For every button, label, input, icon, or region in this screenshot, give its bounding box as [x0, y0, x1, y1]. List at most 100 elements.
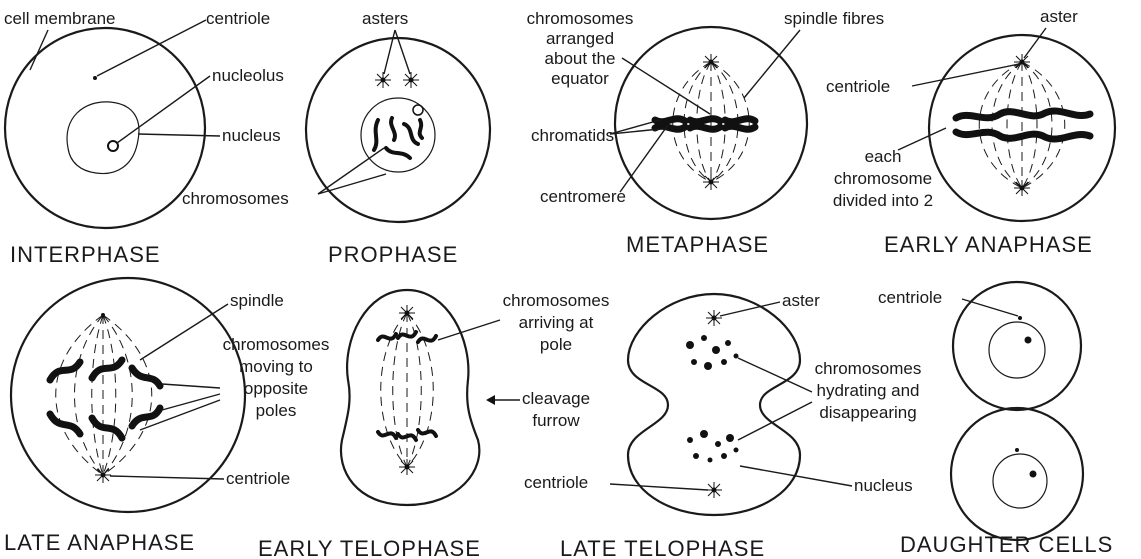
interphase-nucleolus-label: nucleolus [212, 66, 284, 85]
prophase-chromosome [420, 120, 422, 138]
interphase-panel: cell membrane centriole nucleolus nucleu… [4, 9, 284, 267]
early-telophase-arriving-label-1: chromosomes [503, 291, 610, 310]
prophase-chromosome [374, 120, 378, 150]
late-telophase-nucleus-leader [740, 466, 852, 486]
early-telophase-arriving-label-3: pole [540, 335, 572, 354]
metaphase-arranged-label-1: chromosomes [527, 9, 634, 28]
metaphase-aster-top [703, 54, 719, 70]
early-anaphase-aster-bottom [1014, 180, 1030, 196]
metaphase-arranged-label-2: arranged [546, 29, 614, 48]
late-anaphase-moving-label-3: opposite [244, 379, 308, 398]
late-telophase-aster-label: aster [782, 291, 820, 310]
early-anaphase-divided-label-3: divided into 2 [833, 191, 933, 210]
daughter-cells-title: DAUGHTER CELLS [900, 532, 1113, 557]
interphase-title: INTERPHASE [10, 242, 161, 267]
interphase-cell-membrane-label: cell membrane [4, 9, 116, 28]
late-telophase-hydrating-label-2: hydrating and [816, 381, 919, 400]
late-anaphase-moving-leader [162, 384, 220, 388]
metaphase-arranged-label-4: equator [551, 69, 609, 88]
late-telophase-chromosomes-top [686, 335, 739, 370]
late-anaphase-spindle-label: spindle [230, 291, 284, 310]
prophase-chromosomes-leader [318, 148, 384, 194]
early-telophase-cell-membrane [341, 290, 479, 505]
metaphase-arranged-label-3: about the [545, 49, 616, 68]
late-telophase-hydrating-leader [738, 402, 812, 440]
early-telophase-panel: chromosomes arriving at pole cleavage fu… [258, 290, 609, 559]
late-telophase-centriole-label: centriole [524, 473, 588, 492]
early-telophase-arriving-label-2: arriving at [519, 313, 594, 332]
early-anaphase-divided-label-1: each [865, 147, 902, 166]
late-telophase-hydrating-label-1: chromosomes [815, 359, 922, 378]
metaphase-centromere-label: centromere [540, 187, 626, 206]
late-telophase-nucleus-label: nucleus [854, 476, 913, 495]
daughter-cell-bottom-nucleus [993, 454, 1047, 508]
late-anaphase-moving-label-4: poles [256, 401, 297, 420]
prophase-aster-right [403, 72, 419, 88]
prophase-asters-leader [395, 30, 410, 74]
metaphase-title: METAPHASE [626, 232, 769, 257]
prophase-aster-left [375, 72, 391, 88]
interphase-nucleus-label: nucleus [222, 126, 281, 145]
early-anaphase-divided-leader [898, 128, 946, 150]
prophase-title: PROPHASE [328, 242, 458, 267]
interphase-nucleus-leader [138, 134, 220, 136]
interphase-centriole-dot [93, 76, 97, 80]
interphase-nucleus [67, 102, 139, 174]
metaphase-centromere-leader [620, 125, 668, 192]
late-telophase-title: LATE TELOPHASE [560, 536, 765, 559]
prophase-chromosome [391, 118, 395, 140]
late-anaphase-chromosomes [50, 360, 160, 438]
metaphase-spindle-leader [744, 30, 800, 98]
prophase-nucleolus [413, 105, 423, 115]
metaphase-spindle-label: spindle fibres [784, 9, 884, 28]
late-telophase-hydrating-label-3: disappearing [819, 403, 916, 422]
late-telophase-centriole-leader [610, 484, 708, 490]
daughter-cell-top-nucleus [989, 322, 1045, 378]
late-telophase-aster-bottom [706, 482, 722, 498]
metaphase-panel: chromosomes arranged about the equator s… [527, 9, 885, 257]
early-telophase-cleavage-label-1: cleavage [522, 389, 590, 408]
early-telophase-aster-top [399, 305, 415, 321]
early-anaphase-aster-leader [1024, 28, 1046, 58]
prophase-chromosomes-label: chromosomes [182, 189, 289, 208]
metaphase-arranged-leader [622, 58, 710, 114]
arrowhead-icon [486, 395, 495, 405]
metaphase-chromatids-label: chromatids [531, 126, 614, 145]
metaphase-chromatids [655, 119, 755, 130]
late-anaphase-title: LATE ANAPHASE [4, 530, 195, 555]
early-telophase-cleavage-label-2: furrow [532, 411, 580, 430]
late-anaphase-moving-leader [162, 394, 220, 410]
prophase-nucleus [361, 98, 435, 172]
early-telophase-aster-bottom [399, 459, 415, 475]
early-anaphase-panel: aster centriole each chromosome divided … [826, 7, 1115, 257]
early-anaphase-aster-label: aster [1040, 7, 1078, 26]
daughter-cell-bottom [951, 408, 1083, 540]
daughter-cell-top [953, 282, 1081, 410]
daughter-cells-centriole-leader [962, 299, 1018, 316]
prophase-chromosome [386, 148, 410, 158]
early-telophase-title: EARLY TELOPHASE [258, 536, 481, 559]
late-anaphase-panel: spindle chromosomes moving to opposite p… [4, 278, 329, 555]
late-telophase-aster-top [706, 310, 722, 326]
late-anaphase-aster-top [101, 313, 105, 317]
interphase-centriole-label: centriole [206, 9, 270, 28]
metaphase-aster-bottom [703, 174, 719, 190]
prophase-chromosomes-leader [318, 174, 386, 194]
late-telophase-chromosomes-bottom [687, 430, 739, 463]
late-anaphase-spindle-leader [140, 304, 228, 360]
prophase-asters-leader [384, 30, 395, 74]
prophase-cell-membrane [306, 38, 490, 222]
early-anaphase-aster-top [1014, 54, 1030, 70]
prophase-asters-label: asters [362, 9, 408, 28]
late-anaphase-centriole-bottom [95, 467, 111, 483]
late-telophase-cell-membrane [628, 294, 800, 515]
late-anaphase-moving-label-1: chromosomes [223, 335, 330, 354]
interphase-nucleolus [108, 141, 118, 151]
early-anaphase-divided-label-2: chromosome [834, 169, 932, 188]
prophase-chromosome [404, 124, 418, 144]
daughter-cells-centriole-label: centriole [878, 288, 942, 307]
early-telophase-arriving-leader [438, 320, 500, 340]
interphase-membrane-leader [30, 30, 48, 70]
late-anaphase-centriole-leader [110, 476, 224, 479]
